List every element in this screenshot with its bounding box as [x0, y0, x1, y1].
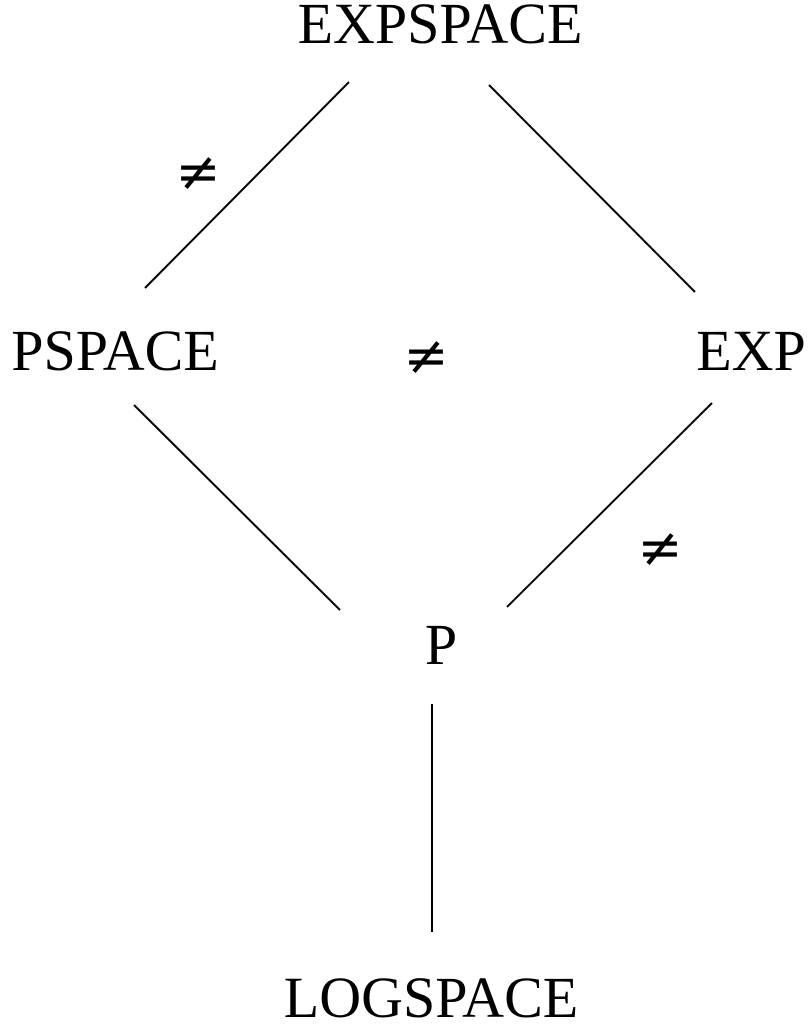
- edge-pspace-expspace: [144, 81, 350, 289]
- edge-p-exp: [506, 402, 713, 608]
- neq-pspace-expspace: ≠: [175, 140, 220, 203]
- edge-exp-expspace: [488, 84, 696, 293]
- node-pspace: PSPACE: [11, 318, 218, 383]
- node-p: P: [425, 612, 457, 677]
- node-logspace: LOGSPACE: [284, 965, 578, 1024]
- neq-pspace-exp: ≠: [403, 324, 448, 387]
- node-expspace: EXPSPACE: [298, 0, 583, 56]
- node-exp: EXP: [696, 318, 806, 383]
- neq-p-exp: ≠: [637, 516, 682, 579]
- edge-p-pspace: [133, 404, 341, 611]
